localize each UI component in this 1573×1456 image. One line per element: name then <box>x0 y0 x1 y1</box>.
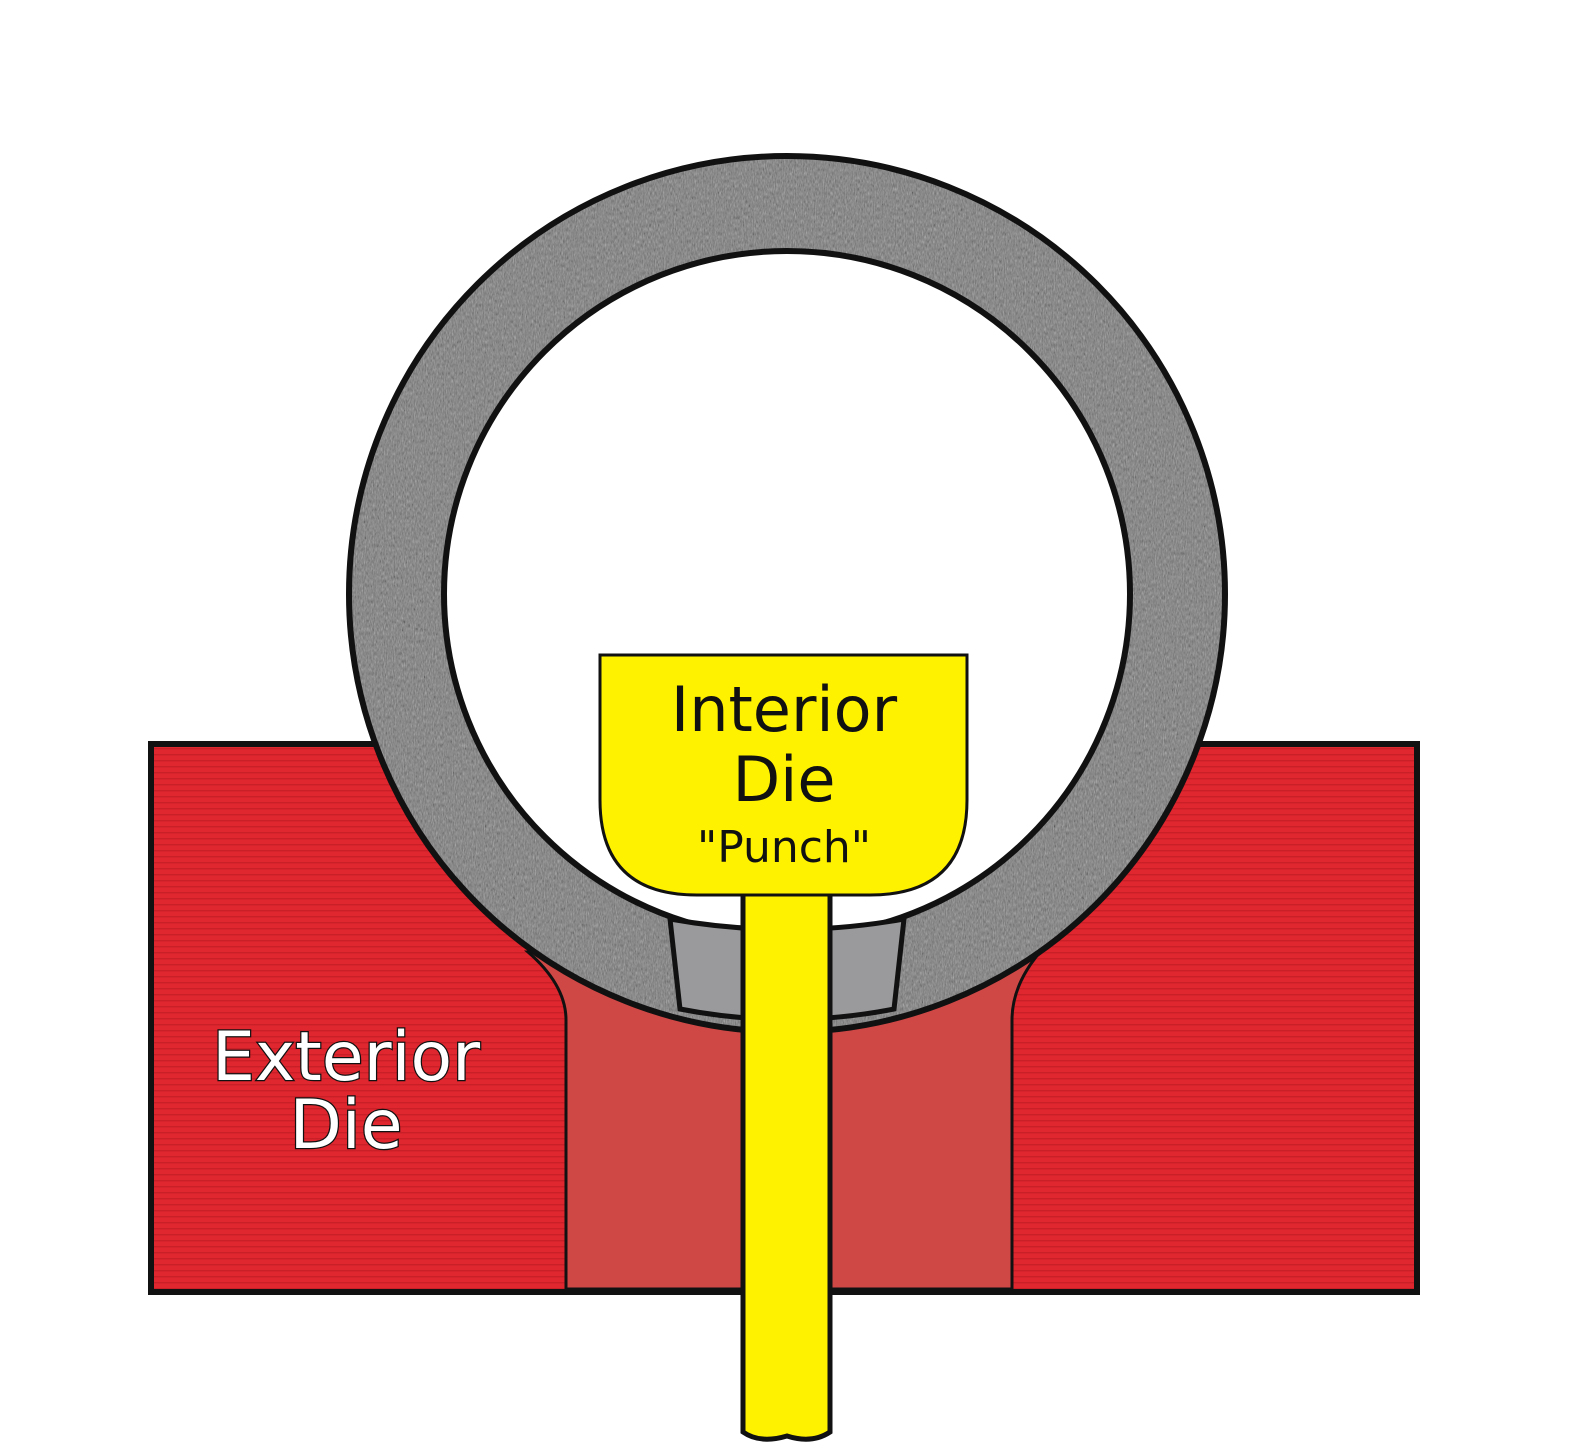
interior-die-punch-head <box>598 653 969 897</box>
exterior-die-label-line2: Die <box>289 1086 402 1165</box>
punch-label: "Punch" <box>697 822 871 873</box>
interior-die-label-line2: Die <box>732 743 835 816</box>
punch-shaft <box>740 890 833 1442</box>
interior-die-label-line1: Interior <box>671 673 898 746</box>
exterior-die-label-line1: Exterior <box>212 1018 480 1097</box>
